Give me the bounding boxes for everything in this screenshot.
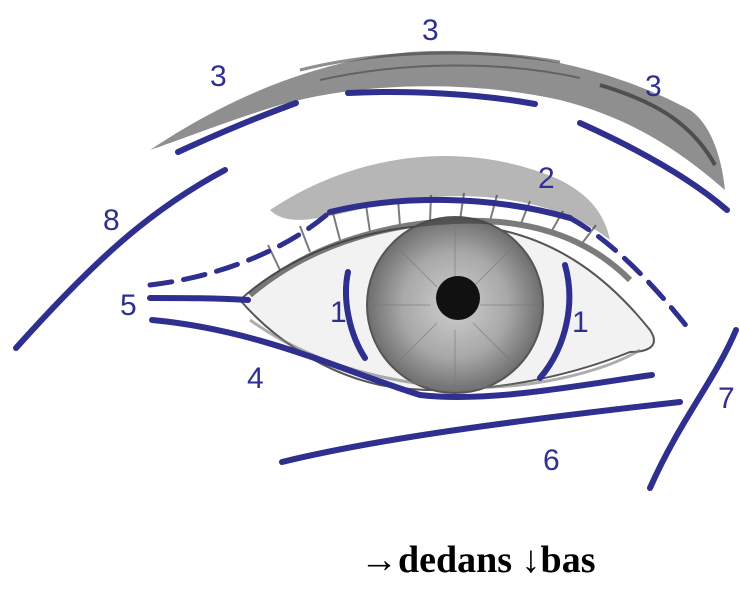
line-6-under-eye	[282, 402, 680, 462]
label-2: 2	[538, 162, 555, 195]
caption: →dedans ↓bas	[360, 539, 595, 581]
label-3-right: 3	[645, 70, 662, 103]
label-3-left: 3	[210, 60, 227, 93]
label-3-top: 3	[422, 14, 439, 47]
pupil	[436, 276, 480, 320]
label-5: 5	[120, 289, 137, 322]
label-1-left: 1	[330, 296, 347, 329]
label-4: 4	[247, 362, 264, 395]
line-5-inner-corner	[150, 298, 248, 300]
line-3-top	[348, 92, 535, 104]
label-8: 8	[103, 204, 120, 237]
label-7: 7	[718, 382, 735, 415]
label-6: 6	[543, 444, 560, 477]
label-1-right: 1	[572, 306, 589, 339]
